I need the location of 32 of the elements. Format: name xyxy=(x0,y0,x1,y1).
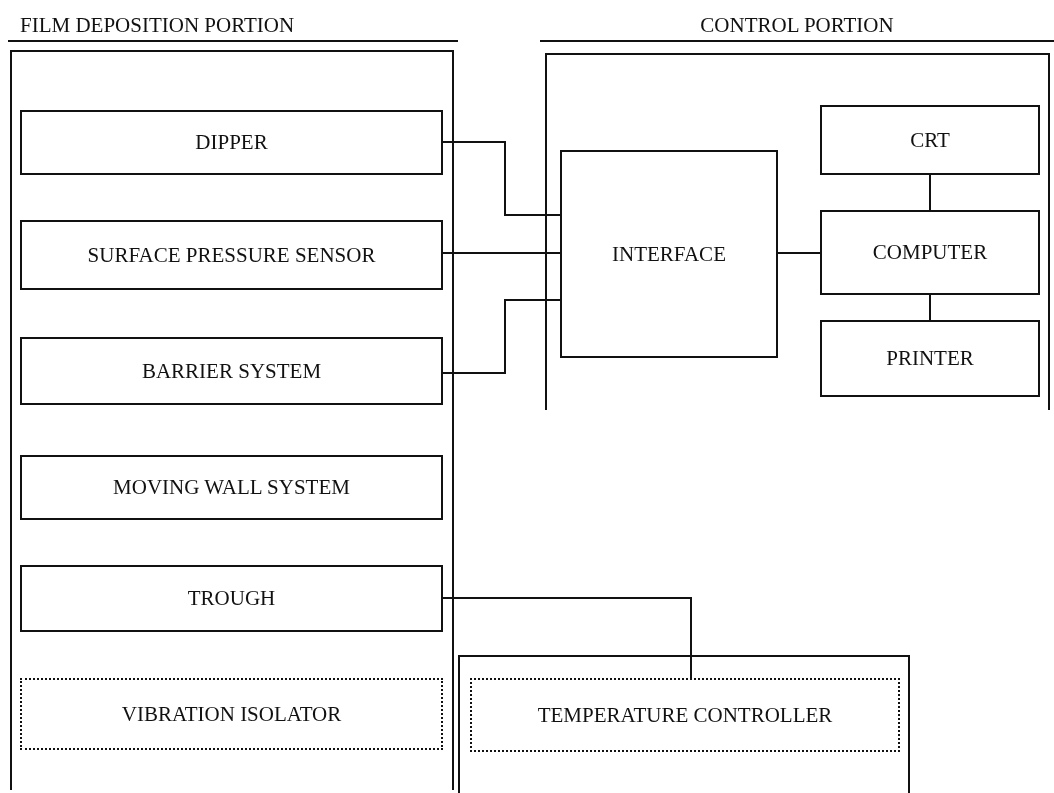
box-label: BARRIER SYSTEM xyxy=(140,358,323,384)
component-box xyxy=(820,210,1040,295)
connector-line xyxy=(777,252,821,254)
component-box xyxy=(470,678,900,752)
component-box xyxy=(20,220,443,290)
box-label: MOVING WALL SYSTEM xyxy=(112,475,351,500)
box-label: VIBRATION ISOLATOR xyxy=(120,701,343,727)
component-box xyxy=(20,565,443,632)
component-box xyxy=(20,678,443,750)
component-box xyxy=(20,455,443,520)
connector-line xyxy=(442,597,692,679)
box-label: INTERFACE xyxy=(611,241,727,267)
enclosure-box xyxy=(458,655,910,793)
box-label: CRT xyxy=(909,127,951,153)
connector-line xyxy=(929,294,931,321)
section-heading: FILM DEPOSITION PORTION xyxy=(8,8,458,42)
connector-line xyxy=(442,141,561,216)
box-label: PRINTER xyxy=(885,346,975,371)
component-box xyxy=(560,150,778,358)
box-label: TROUGH xyxy=(186,586,277,611)
component-box xyxy=(20,337,443,405)
box-label: TEMPERATURE CONTROLLER xyxy=(536,702,834,728)
component-box xyxy=(20,110,443,175)
box-label: DIPPER xyxy=(194,130,269,155)
component-box xyxy=(820,105,1040,175)
box-label: SURFACE PRESSURE SENSOR xyxy=(86,242,377,268)
section-heading: CONTROL PORTION xyxy=(540,8,1054,42)
component-box xyxy=(820,320,1040,397)
box-label: COMPUTER xyxy=(871,240,989,265)
connector-line xyxy=(442,299,561,374)
connector-line xyxy=(442,252,561,254)
connector-line xyxy=(929,174,931,211)
